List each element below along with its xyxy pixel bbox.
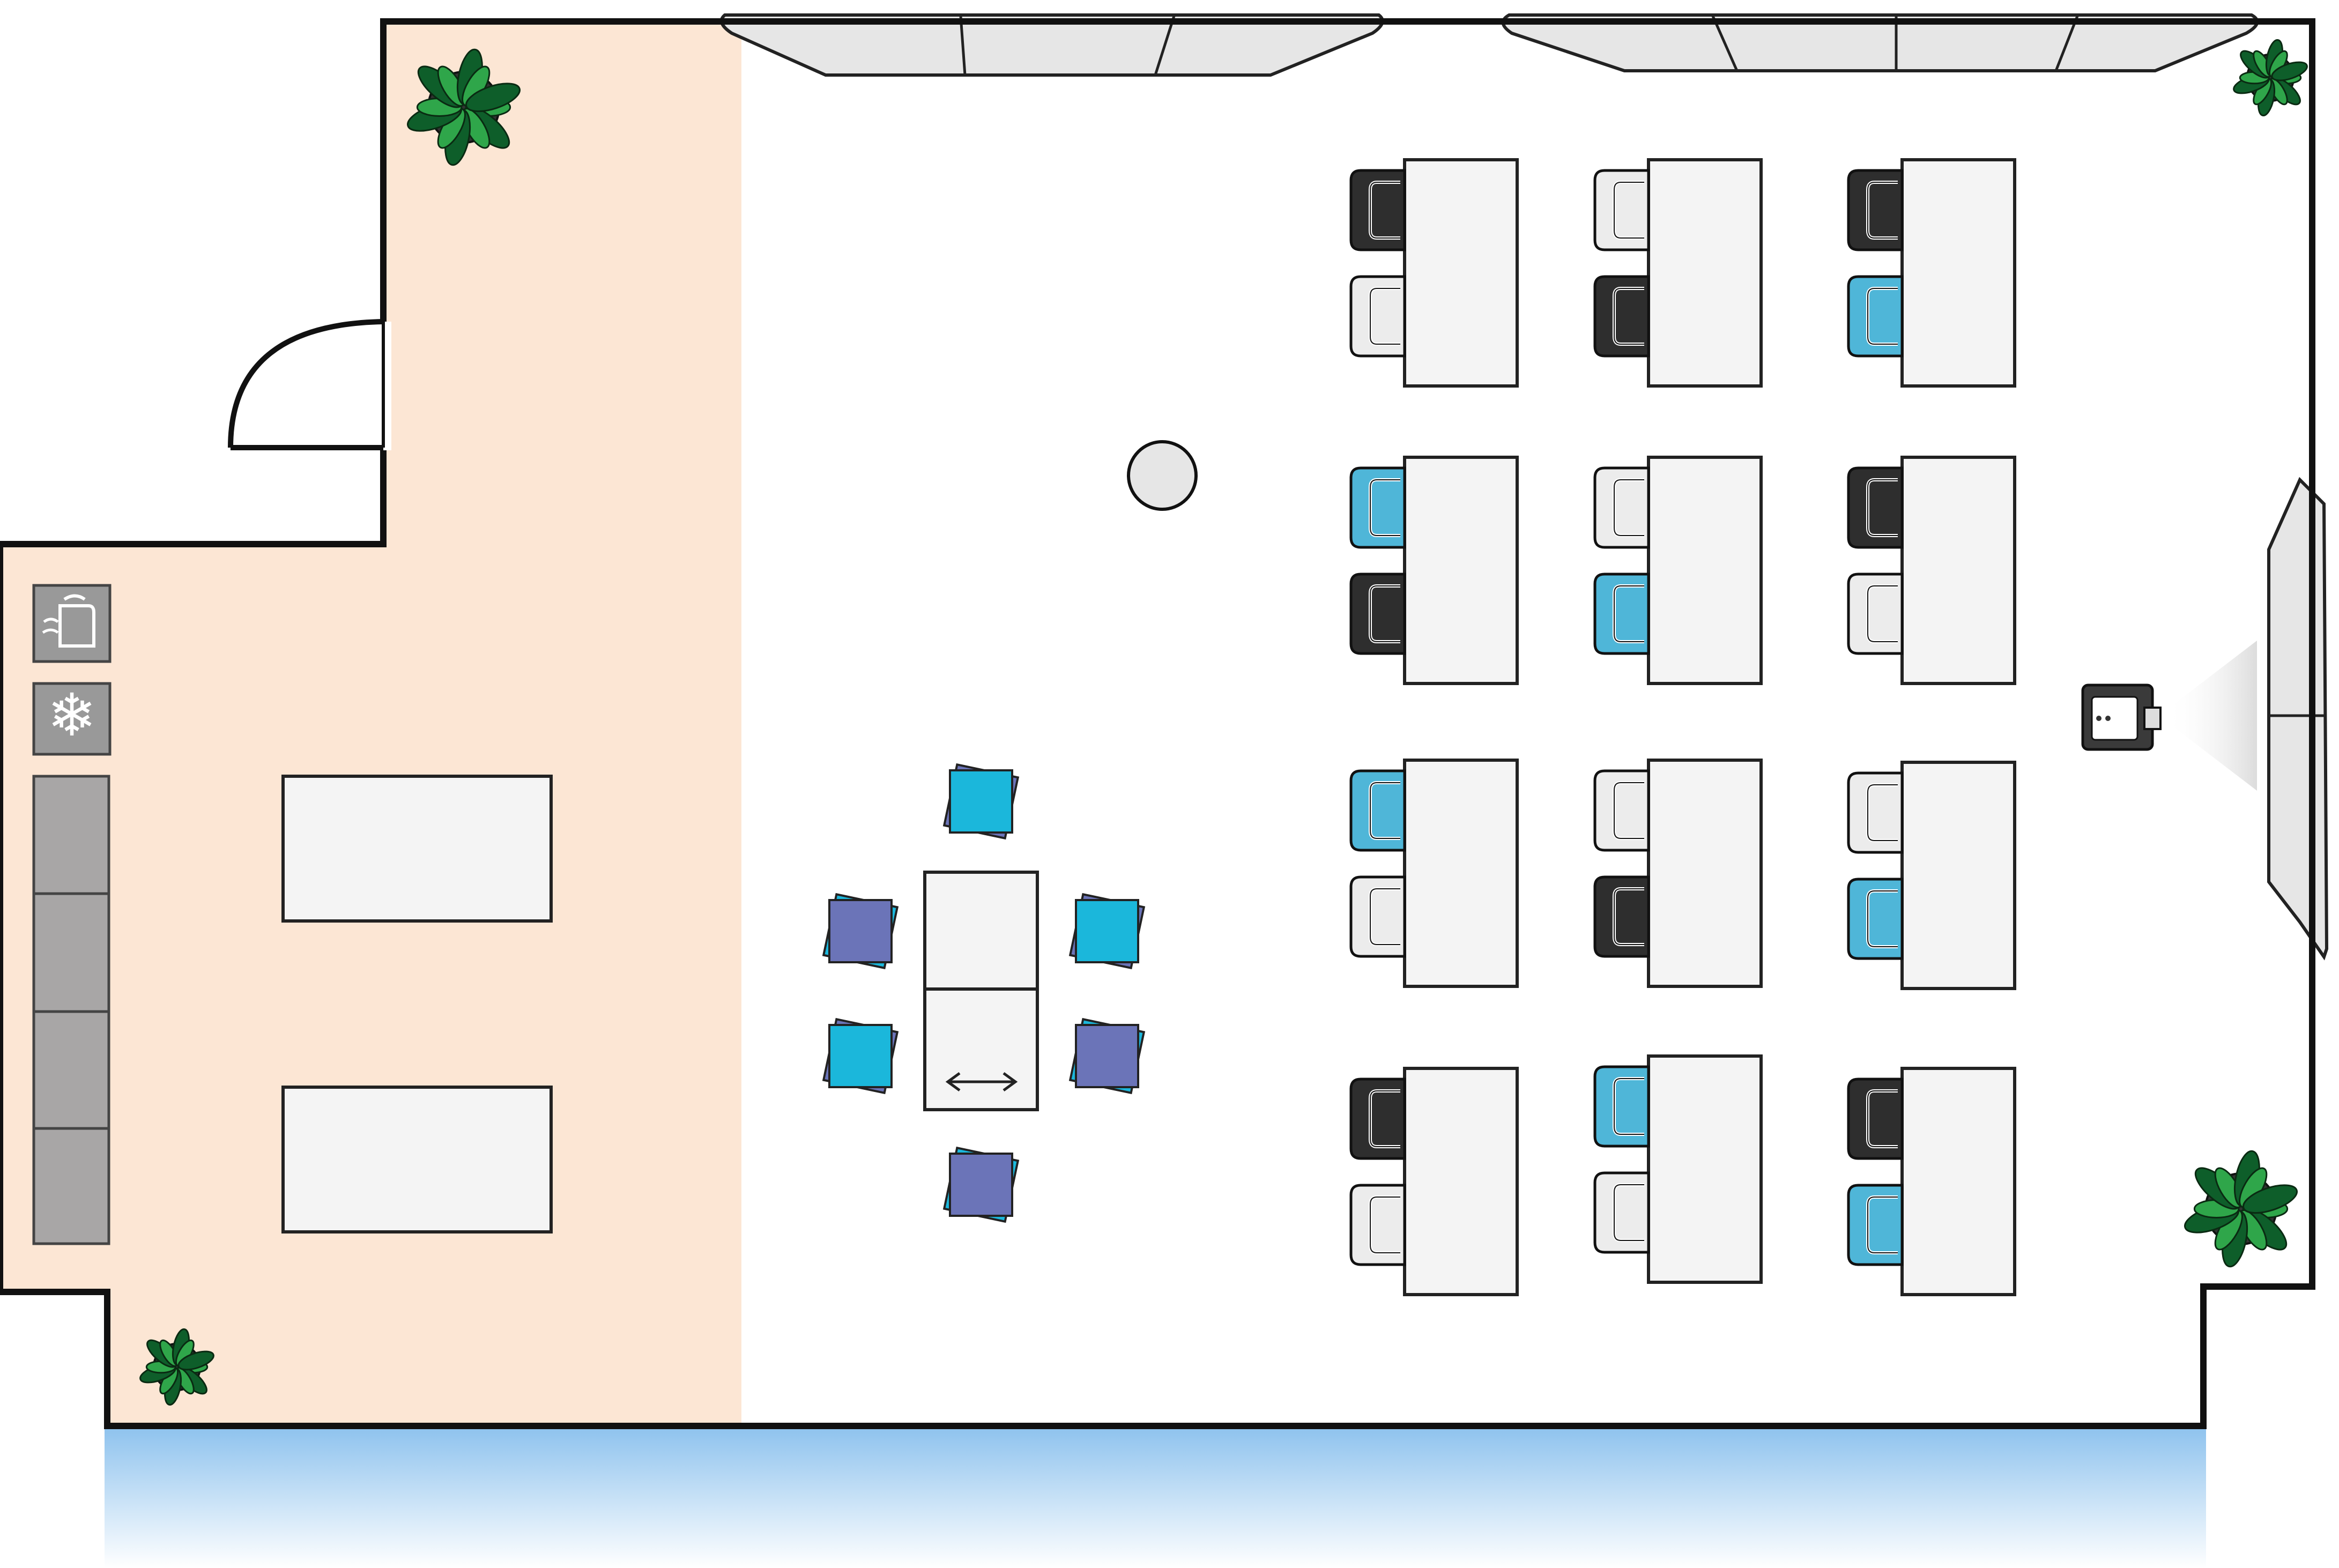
- chair: [1847, 1077, 1904, 1160]
- chair: [1593, 769, 1650, 852]
- chair: [1349, 573, 1406, 655]
- counter-unit: [32, 1127, 110, 1245]
- snowflake-icon: ❄: [32, 681, 112, 756]
- counter-unit: [32, 892, 110, 1013]
- chair: [1847, 878, 1904, 960]
- desk: [1900, 158, 2016, 388]
- kitchen-area: ❄: [32, 584, 553, 1245]
- desk: [1647, 759, 1763, 988]
- chair: [1349, 275, 1406, 358]
- plants: [139, 39, 2308, 1406]
- desk: [1403, 759, 1519, 988]
- chair: [1349, 875, 1406, 958]
- chair: [1349, 169, 1406, 251]
- chair: [1593, 466, 1650, 549]
- counter-unit: [32, 775, 110, 895]
- kitchen-table-top: [281, 775, 553, 923]
- counter-unit: [32, 1010, 110, 1130]
- chair: [1847, 771, 1904, 854]
- svg-text:❄: ❄: [47, 681, 96, 749]
- desk-grid: [1349, 158, 2016, 1296]
- plant-icon: [2184, 1150, 2298, 1268]
- desk: [1900, 1067, 2016, 1296]
- plant-icon: [139, 1328, 214, 1406]
- plant-icon: [407, 48, 521, 166]
- chair: [1593, 1065, 1650, 1148]
- chair: [1349, 1184, 1406, 1266]
- double-arrow-icon: [945, 1072, 1018, 1092]
- desk: [1900, 456, 2016, 685]
- chair: [1593, 275, 1650, 358]
- adjustable-table-section: [923, 871, 1039, 991]
- chair: [1847, 169, 1904, 251]
- desk: [1900, 761, 2016, 990]
- desk: [1647, 456, 1763, 685]
- chair: [1349, 466, 1406, 549]
- chair: [1847, 275, 1904, 358]
- chair: [1593, 1171, 1650, 1254]
- outer-wall: [0, 18, 2315, 1429]
- chair: [1847, 573, 1904, 655]
- chair: [1593, 875, 1650, 958]
- chair: [1349, 1077, 1406, 1160]
- adjustable-table-section: [923, 987, 1039, 1111]
- floor-cushion: [1068, 893, 1146, 970]
- kitchen-table-bottom: [281, 1086, 553, 1233]
- door-icon: [228, 319, 391, 450]
- waterfront: [105, 1429, 2206, 1568]
- kettle-icon: [32, 584, 112, 663]
- desk: [1647, 1054, 1763, 1284]
- chair: [1847, 1184, 1904, 1266]
- desk: [1403, 158, 1519, 388]
- desk: [1647, 158, 1763, 388]
- kitchen-counter: [32, 775, 110, 1245]
- desk: [1403, 456, 1519, 685]
- chair: [1349, 769, 1406, 852]
- chair: [1593, 573, 1650, 655]
- pillar: [1127, 440, 1198, 511]
- chair: [1847, 466, 1904, 549]
- floor-cushion: [822, 893, 899, 970]
- floor-cushion: [822, 1017, 899, 1095]
- lounge-area: [822, 763, 1146, 1223]
- floor-cushion: [942, 763, 1020, 840]
- chair: [1593, 169, 1650, 251]
- plant-icon: [2233, 39, 2308, 116]
- floor-cushion: [942, 1146, 1020, 1223]
- projector: [2081, 683, 2162, 751]
- desk: [1403, 1067, 1519, 1296]
- floor-cushion: [1068, 1017, 1146, 1095]
